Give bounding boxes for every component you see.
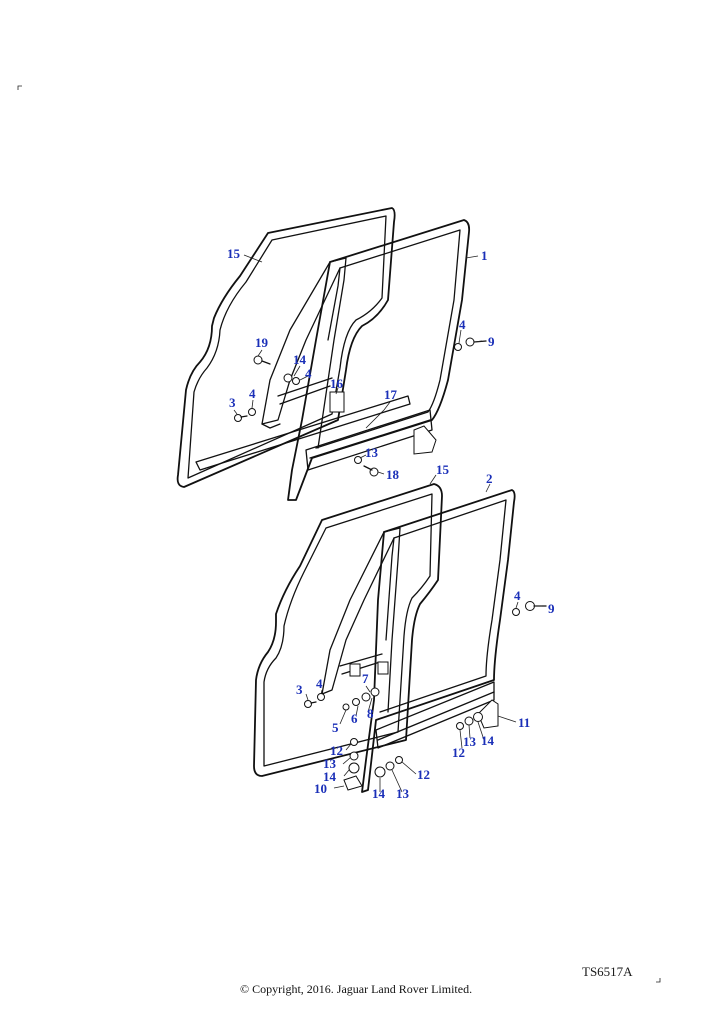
- callout-4-upper-right: 4: [459, 317, 466, 332]
- callout-13-upper: 13: [365, 445, 379, 460]
- fastener-washer-14a: [283, 373, 300, 385]
- callout-14-lower-right: 14: [481, 733, 495, 748]
- callout-labels: 15 1 4 9 19 14 4 16 17 3 4 13 18 15 2 4 …: [227, 246, 555, 801]
- callout-9-upper: 9: [488, 334, 495, 349]
- callout-4-upper-mid: 4: [305, 366, 312, 381]
- fastener-bolt-18: [363, 465, 379, 477]
- corner-mark-bottom-right: [656, 978, 661, 983]
- fastener-bolt-3b: [304, 700, 317, 708]
- callout-4-upper-left: 4: [249, 386, 256, 401]
- door-seal-upper: [176, 207, 396, 488]
- fastener-washer-4d: [512, 608, 520, 616]
- fastener-bolt-3a: [234, 414, 248, 422]
- copyright-notice: © Copyright, 2016. Jaguar Land Rover Lim…: [240, 982, 473, 996]
- callout-13-lower-right: 13: [463, 734, 477, 749]
- callout-3-lower: 3: [296, 682, 303, 697]
- fastener-washer-4c: [248, 408, 256, 416]
- callout-2: 2: [486, 471, 493, 486]
- window-frame-lower: [361, 489, 516, 793]
- callout-13-lower-mid: 13: [396, 786, 410, 801]
- callout-10: 10: [314, 781, 327, 796]
- callout-12-lower-right: 12: [452, 745, 465, 760]
- callout-19: 19: [255, 335, 269, 350]
- callout-14-lower-mid: 14: [372, 786, 386, 801]
- callout-17: 17: [384, 387, 398, 402]
- corner-mark-top-left: [17, 85, 22, 90]
- bracket-10: [343, 775, 363, 791]
- callout-12-lower-left: 12: [330, 743, 343, 758]
- fastener-washer-4e: [317, 693, 325, 701]
- callout-15-upper: 15: [227, 246, 241, 261]
- callout-15-lower: 15: [436, 462, 450, 477]
- fastener-bolt-19: [253, 355, 271, 365]
- callout-7: 7: [362, 671, 369, 686]
- fastener-set-12-13-14b: [348, 738, 360, 774]
- callout-11: 11: [518, 715, 530, 730]
- fastener-set-12-13-14a: [456, 712, 483, 730]
- door-seal-lower: [253, 483, 443, 777]
- callout-6: 6: [351, 711, 358, 726]
- callout-16: 16: [330, 376, 344, 391]
- callout-12-lower-mid: 12: [417, 767, 430, 782]
- fastener-set-12-13-14c: [374, 756, 403, 778]
- callout-14-lower-left: 14: [323, 769, 337, 784]
- fastener-washer-4a: [454, 343, 462, 351]
- callout-4-lower-left: 4: [316, 676, 323, 691]
- fastener-washer-13a: [354, 456, 362, 464]
- callout-4-lower-right: 4: [514, 588, 521, 603]
- callout-3-upper: 3: [229, 395, 236, 410]
- callout-13-lower-left: 13: [323, 756, 337, 771]
- callout-14-upper: 14: [293, 352, 307, 367]
- fastener-set-5-8: [342, 687, 380, 711]
- lower-assembly: [253, 474, 547, 793]
- callout-18: 18: [386, 467, 400, 482]
- callout-1: 1: [481, 248, 488, 263]
- callout-9-lower: 9: [548, 601, 555, 616]
- fixing-bracket-16: [329, 391, 345, 413]
- drawing-reference-code: TS6517A: [582, 964, 633, 979]
- callout-5: 5: [332, 720, 339, 735]
- window-frame-upper: [287, 219, 471, 501]
- bracket-11: [477, 699, 499, 729]
- upper-assembly: [176, 207, 487, 501]
- callout-8: 8: [367, 706, 374, 721]
